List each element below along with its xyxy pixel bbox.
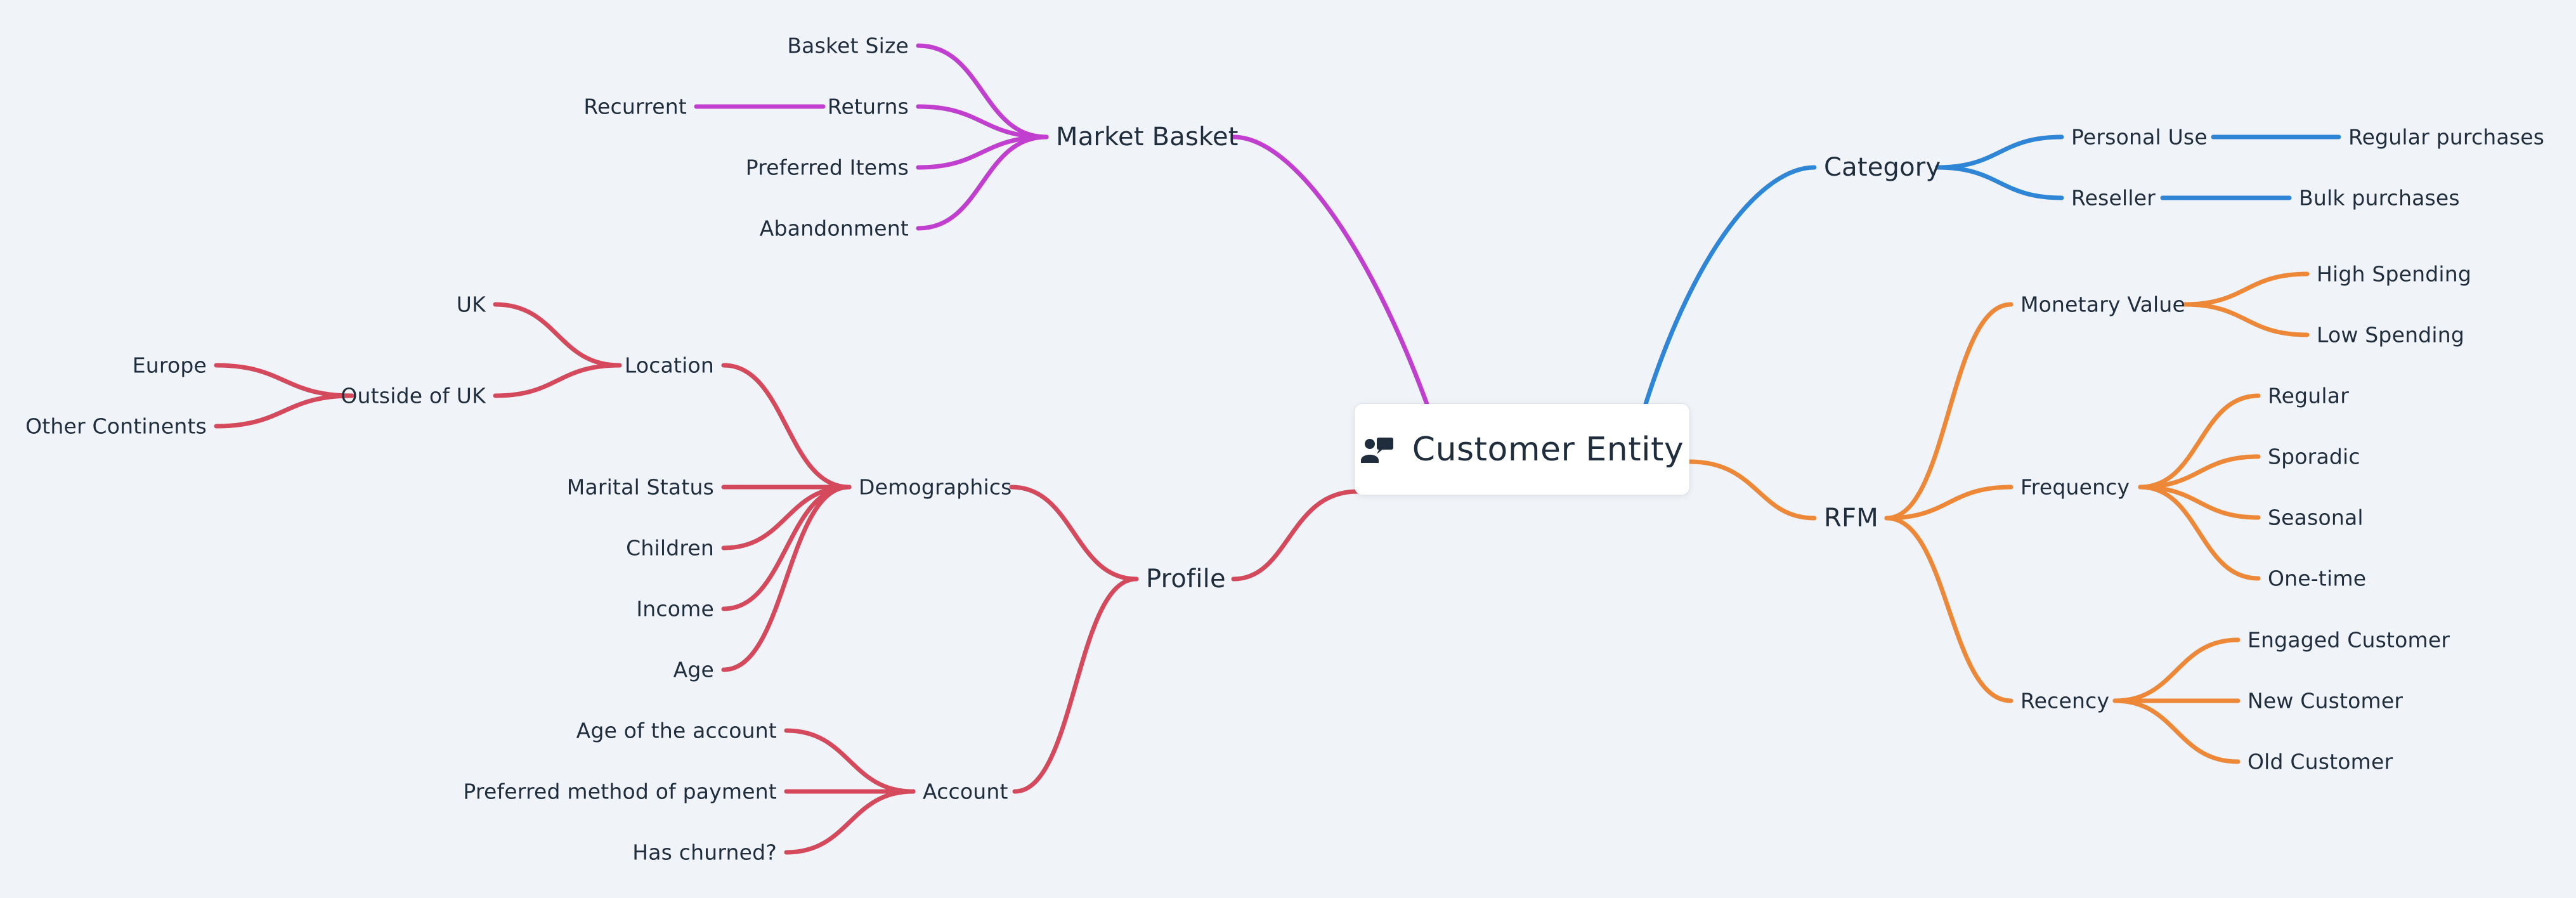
node-seasonal[interactable]: Seasonal xyxy=(2268,505,2364,530)
connector-high_spending xyxy=(2182,271,2310,307)
connector-rfm xyxy=(1687,459,1817,521)
node-new-customer[interactable]: New Customer xyxy=(2247,688,2404,713)
connector-one_time xyxy=(2138,485,2261,581)
connector-old_customer xyxy=(2112,698,2241,764)
connector-age_of_account xyxy=(784,728,916,794)
node-location[interactable]: Location xyxy=(624,353,714,378)
node-children[interactable]: Children xyxy=(626,535,714,561)
node-high-spending[interactable]: High Spending xyxy=(2317,261,2472,287)
connector-account xyxy=(1012,576,1139,794)
node-monetary-value[interactable]: Monetary Value xyxy=(2020,292,2186,317)
node-rfm[interactable]: RFM xyxy=(1824,504,1878,533)
node-account[interactable]: Account xyxy=(923,779,1008,804)
node-demographics[interactable]: Demographics xyxy=(859,474,1012,500)
node-age-of-account[interactable]: Age of the account xyxy=(576,718,777,743)
connector-abandonment xyxy=(916,134,1049,231)
node-marital-status[interactable]: Marital Status xyxy=(566,474,714,500)
connector-children xyxy=(721,485,852,550)
connector-reseller xyxy=(1935,165,2064,200)
connector-market_basket xyxy=(1231,134,1429,407)
connector-regular xyxy=(2138,393,2261,490)
node-bulk-purchases[interactable]: Bulk purchases xyxy=(2299,185,2460,211)
node-preferred-items[interactable]: Preferred Items xyxy=(745,155,909,180)
node-income[interactable]: Income xyxy=(636,596,714,621)
node-sporadic[interactable]: Sporadic xyxy=(2268,444,2360,469)
connector-monetary_value xyxy=(1884,302,2013,521)
node-low-spending[interactable]: Low Spending xyxy=(2317,322,2464,348)
node-returns[interactable]: Returns xyxy=(827,94,909,119)
root-node-customer-entity[interactable]: Customer Entity xyxy=(1355,404,1689,495)
connector-category xyxy=(1643,165,1817,407)
node-regular-purchases[interactable]: Regular purchases xyxy=(2348,124,2545,150)
node-profile[interactable]: Profile xyxy=(1146,564,1226,594)
connector-recency xyxy=(1884,516,2013,703)
node-basket-size[interactable]: Basket Size xyxy=(787,33,909,58)
node-reseller[interactable]: Reseller xyxy=(2071,185,2156,211)
node-age[interactable]: Age xyxy=(673,657,714,682)
node-engaged-customer[interactable]: Engaged Customer xyxy=(2247,627,2450,653)
connector-personal_use xyxy=(1935,134,2064,170)
connector-age xyxy=(721,485,852,672)
node-preferred-payment[interactable]: Preferred method of payment xyxy=(463,779,777,804)
connector-demographics xyxy=(1009,485,1139,582)
connector-europe xyxy=(214,363,355,398)
node-personal-use[interactable]: Personal Use xyxy=(2071,124,2208,150)
connector-other_continents xyxy=(214,393,355,429)
connector-low_spending xyxy=(2182,302,2310,337)
node-has-churned[interactable]: Has churned? xyxy=(632,840,777,865)
connector-frequency xyxy=(1884,485,2013,521)
root-node-title: Customer Entity xyxy=(1412,430,1684,469)
connector-profile xyxy=(1231,489,1360,582)
node-uk[interactable]: UK xyxy=(456,292,486,317)
connector-preferred_items xyxy=(916,134,1049,170)
connector-seasonal xyxy=(2138,485,2261,520)
connector-sporadic xyxy=(2138,454,2261,490)
node-old-customer[interactable]: Old Customer xyxy=(2247,749,2393,774)
node-regular[interactable]: Regular xyxy=(2268,383,2349,408)
connector-has_churned xyxy=(784,789,916,855)
node-abandonment[interactable]: Abandonment xyxy=(759,216,909,241)
node-one-time[interactable]: One-time xyxy=(2268,566,2367,591)
node-recency[interactable]: Recency xyxy=(2020,688,2110,713)
node-europe[interactable]: Europe xyxy=(132,353,207,378)
connector-uk xyxy=(493,302,622,368)
node-market-basket[interactable]: Market Basket xyxy=(1056,122,1239,152)
node-other-continents[interactable]: Other Continents xyxy=(25,413,207,439)
connector-returns xyxy=(916,104,1049,140)
connector-location xyxy=(721,363,852,490)
node-frequency[interactable]: Frequency xyxy=(2020,474,2130,500)
connector-outside_uk xyxy=(493,363,622,398)
node-outside-uk[interactable]: Outside of UK xyxy=(341,383,486,408)
node-recurrent[interactable]: Recurrent xyxy=(583,94,687,119)
connector-basket_size xyxy=(916,43,1049,140)
connector-engaged_customer xyxy=(2112,637,2241,703)
node-category[interactable]: Category xyxy=(1824,153,1941,182)
customer-user-icon xyxy=(1360,437,1393,463)
